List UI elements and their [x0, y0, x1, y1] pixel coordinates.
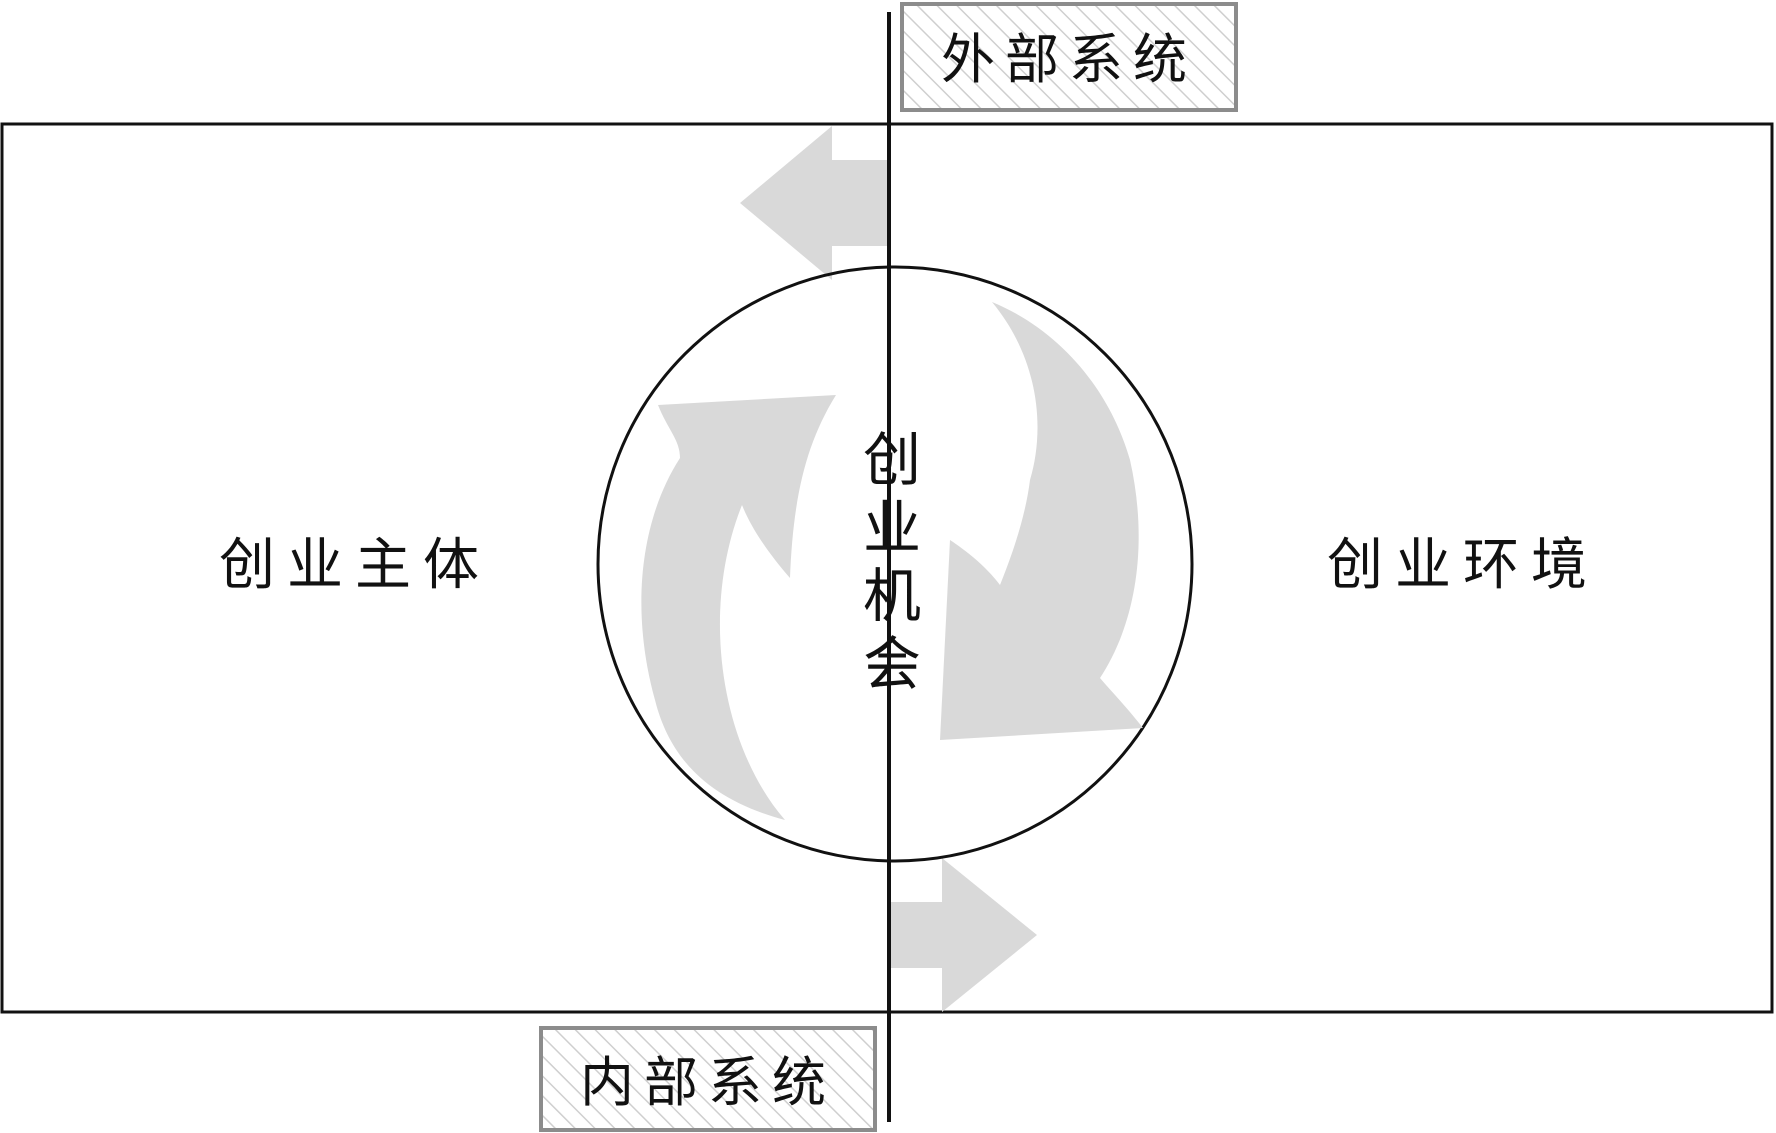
opportunity-char-4: 会 — [863, 630, 921, 698]
entrepreneur-label: 创业主体 — [219, 533, 491, 598]
environment-label: 创业环境 — [1327, 533, 1599, 598]
internal-system-box: 内部系统 — [539, 1026, 877, 1132]
internal-system-label: 内部系统 — [580, 1051, 836, 1114]
right-arrow-body — [889, 902, 942, 968]
curved-arrow-up-icon — [641, 395, 836, 820]
opportunity-char-2: 业 — [863, 494, 921, 562]
external-system-box: 外部系统 — [900, 2, 1238, 112]
opportunity-char-3: 机 — [863, 562, 921, 630]
curved-arrow-down-icon — [940, 302, 1143, 740]
opportunity-circle — [596, 265, 1194, 863]
left-arrow-icon — [740, 126, 889, 280]
external-system-label: 外部系统 — [941, 28, 1197, 91]
opportunity-label: 创 业 机 会 — [863, 426, 921, 698]
opportunity-char-1: 创 — [863, 426, 921, 494]
right-arrow-icon — [889, 858, 1037, 1012]
